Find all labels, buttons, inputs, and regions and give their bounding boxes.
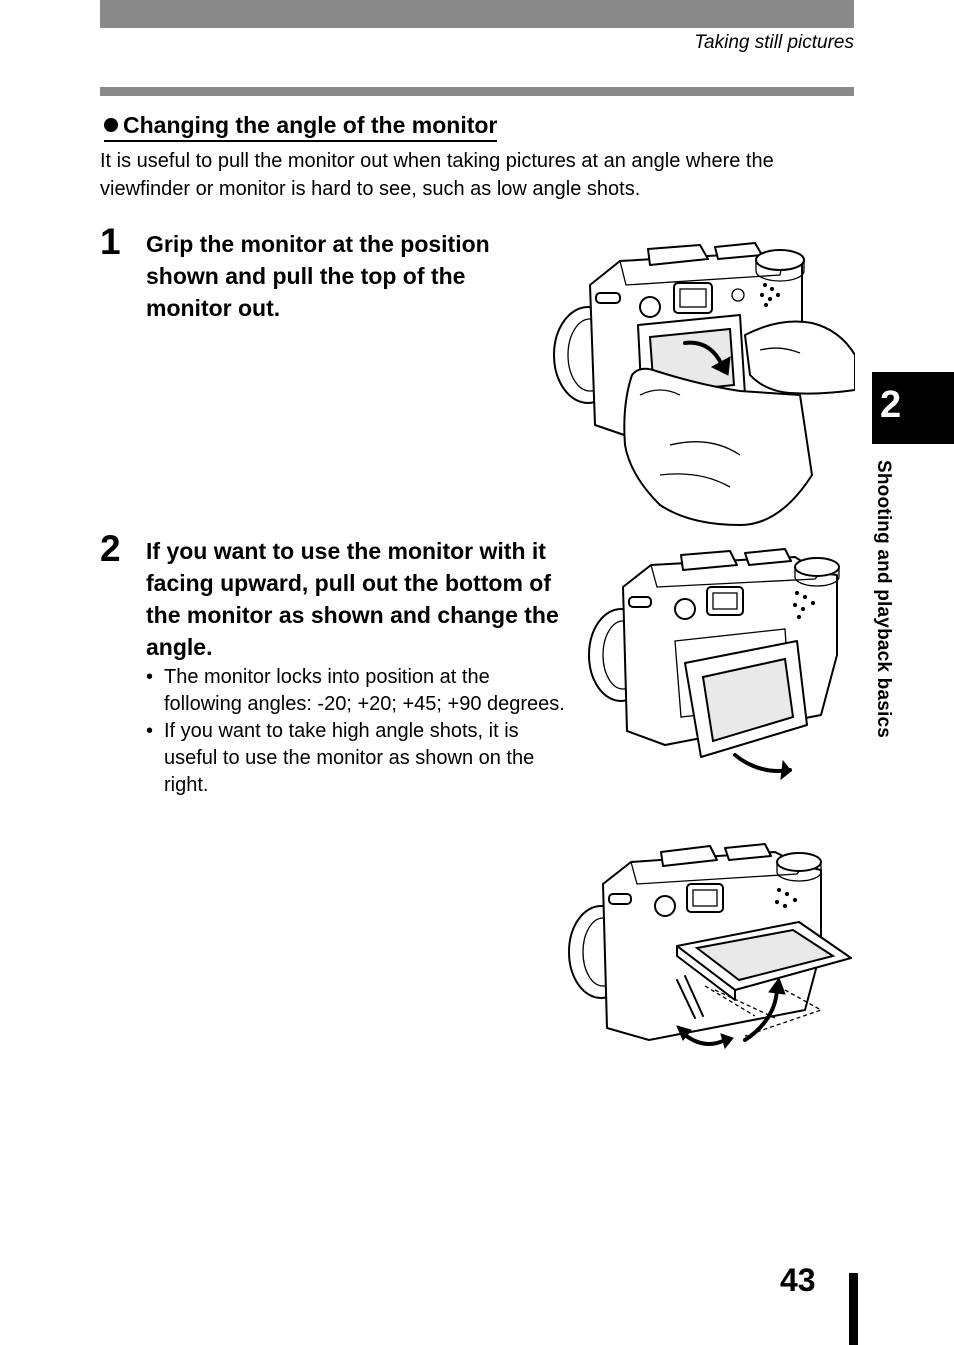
- bullet-glyph: •: [146, 666, 154, 688]
- running-title: Taking still pictures: [694, 32, 854, 53]
- chapter-tab: 2: [872, 372, 954, 444]
- section-heading-text: Changing the angle of the monitor: [123, 112, 498, 138]
- camera-monitor-tilt-bottom-illustration: [588, 548, 840, 781]
- heading-bullet-icon: [104, 118, 118, 132]
- header-bar: [100, 0, 854, 28]
- step-1-number: 1: [100, 221, 121, 262]
- camera-monitor-pull-top-illustration: [553, 242, 855, 526]
- camera-monitor-high-angle-illustration: [568, 843, 852, 1050]
- list-item: •If you want to take high angle shots, i…: [146, 720, 535, 796]
- section-heading: Changing the angle of the monitor: [104, 112, 498, 142]
- chapter-title: Shooting and playback basics: [873, 460, 894, 739]
- chapter-number: 2: [880, 384, 902, 426]
- section-intro: It is useful to pull the monitor out whe…: [100, 150, 774, 200]
- step-2-bullet-list: •The monitor locks into position at the …: [146, 664, 566, 799]
- step-2-text: If you want to use the monitor with it f…: [146, 538, 559, 660]
- list-item: •The monitor locks into position at the …: [146, 666, 565, 715]
- step-2-number: 2: [100, 528, 121, 569]
- step-1-text: Grip the monitor at the position shown a…: [146, 231, 490, 321]
- bullet-glyph: •: [146, 720, 154, 742]
- header-rule: [100, 87, 854, 96]
- page-number-bar: [849, 1273, 858, 1345]
- page-number: 43: [780, 1262, 816, 1298]
